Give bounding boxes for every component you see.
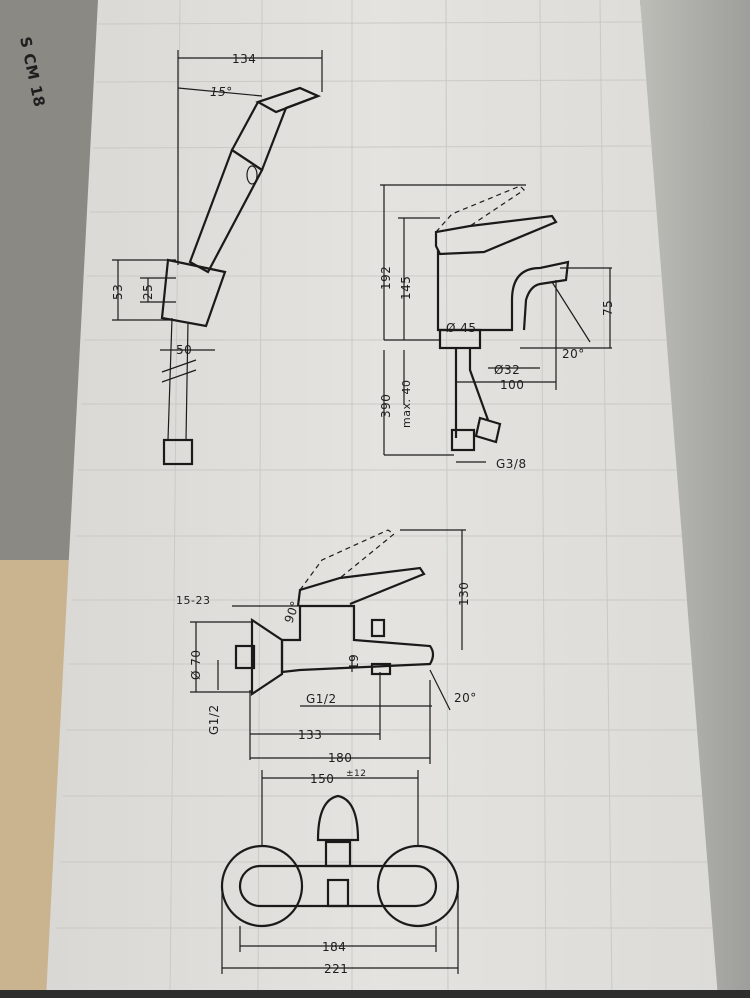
front-tolerance-label: ±12	[346, 769, 367, 779]
bm-thread-label: G3/8	[496, 457, 527, 471]
box-face	[46, 0, 718, 998]
bath-inlet-thread-a-label: G1/2	[207, 704, 221, 735]
bath-height-label: 130	[457, 582, 471, 606]
bm-max-thickness-label: max. 40	[400, 380, 413, 428]
bm-diameter-hole-label: Ø32	[494, 363, 520, 377]
hs-height-outer-label: 53	[111, 284, 125, 300]
bath-spout-angle-label: 20°	[454, 691, 477, 705]
bath-depth-short-label: 133	[298, 728, 322, 742]
bm-height-total-label: 192	[379, 266, 393, 290]
bath-wall-offset-label: 15-23	[176, 594, 210, 607]
hs-angle-label: 15°	[210, 85, 233, 99]
hs-holder-width-label: 50	[176, 343, 192, 357]
front-width-outer-label: 221	[324, 962, 348, 976]
right-box	[640, 0, 750, 998]
bm-spout-height-label: 75	[601, 300, 615, 316]
grid-lines	[56, 0, 712, 998]
bm-angle-label: 20°	[562, 347, 585, 361]
hand-shower-drawing	[112, 50, 323, 466]
bath-inlet-thread-b-label: G1/2	[306, 692, 337, 706]
front-width-inner-label: 184	[322, 940, 346, 954]
bath-rosette-diameter-label: Ø 70	[189, 649, 203, 680]
bottom-strip	[0, 990, 750, 998]
bm-projection-label: 100	[500, 378, 524, 392]
bath-depth-total-label: 180	[328, 751, 352, 765]
bm-diameter-body-label: Ø 45	[446, 321, 477, 335]
front-view-drawing	[220, 770, 460, 974]
hs-width-label: 134	[232, 52, 256, 66]
bath-spout-height-label: 19	[347, 654, 361, 670]
bm-hose-length-label: 390	[379, 394, 393, 418]
hs-height-inner-label: 25	[141, 284, 155, 300]
bath-mixer-drawing	[190, 529, 466, 764]
bm-height-spout-label: 145	[399, 276, 413, 300]
front-centers-label: 150	[310, 772, 334, 786]
basin-mixer-drawing	[380, 184, 612, 463]
